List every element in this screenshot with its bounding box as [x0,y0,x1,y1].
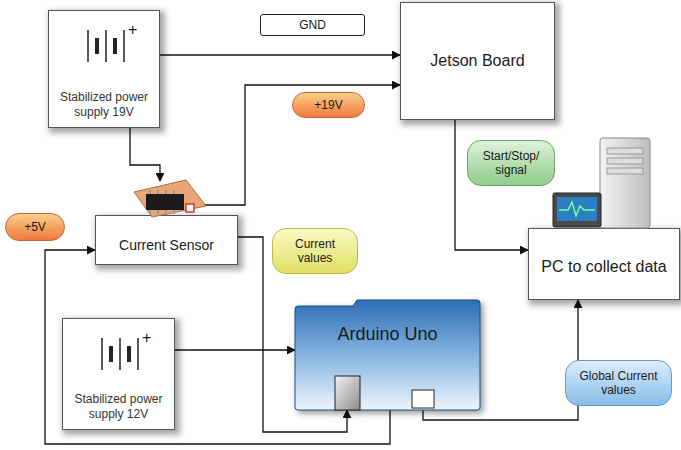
data-tag: Current values [272,228,358,274]
board-box: Arduino Uno [295,298,480,410]
battery-plate [119,338,121,370]
monitor-screen [557,197,597,221]
voltage-tag: +19V [292,92,365,118]
node-label: Jetson Board [430,51,524,70]
connector [130,128,160,181]
connector [160,54,400,55]
chip-pin [165,210,167,214]
battery-plate [137,338,139,370]
chip-board [134,180,206,217]
sensor-chip [134,180,206,217]
node-label: PC to collect data [541,257,666,276]
pc-icon [553,138,650,228]
usb-port [412,390,434,408]
battery-plate [127,346,131,362]
battery-plate [101,338,103,370]
board-outline [295,298,480,410]
data-tag: Global Current values [565,360,672,406]
chip-pin [149,190,151,194]
process-box: Stabilized power supply 19V [48,10,160,128]
battery-plate [123,30,125,62]
node-label: Stabilized power supply 19V [55,90,153,119]
chip-pin [165,190,167,194]
process-box: Current Sensor [95,215,238,265]
pc-tower [600,138,650,228]
node-label: Arduino Uno [337,324,437,346]
node-label: Current Sensor [119,237,214,254]
battery-symbol [102,338,138,370]
pulse-line [559,202,595,216]
process-box: Jetson Board [400,2,555,120]
polarity-mark: + [128,22,137,38]
battery-plate [87,30,89,62]
chip-pin [173,210,175,214]
chip-pin [149,210,151,214]
signal-tag: GND [260,14,365,36]
signal-tag: Start/Stop/ signal [467,140,555,186]
connector [175,349,295,350]
connector [200,85,400,205]
process-box: Stabilized power supply 12V [62,318,175,430]
pc-monitor [553,193,601,227]
chip-marker [186,204,194,212]
voltage-tag: +5V [5,213,65,241]
drive-bay [607,158,643,164]
battery-plate [113,38,117,54]
battery-plate [109,346,113,362]
battery-symbol [88,30,124,62]
battery-plate [105,30,107,62]
chip-pin [173,190,175,194]
battery-plate [95,38,99,54]
board-body [295,300,480,410]
chip-pin [157,210,159,214]
polarity-mark: + [142,330,151,346]
drive-bay [607,168,643,174]
drive-bay [607,148,643,154]
process-box: PC to collect data [528,228,680,300]
power-jack [335,376,360,410]
node-label: Stabilized power supply 12V [69,392,168,421]
chip-pin [157,190,159,194]
chip-body [146,194,184,210]
